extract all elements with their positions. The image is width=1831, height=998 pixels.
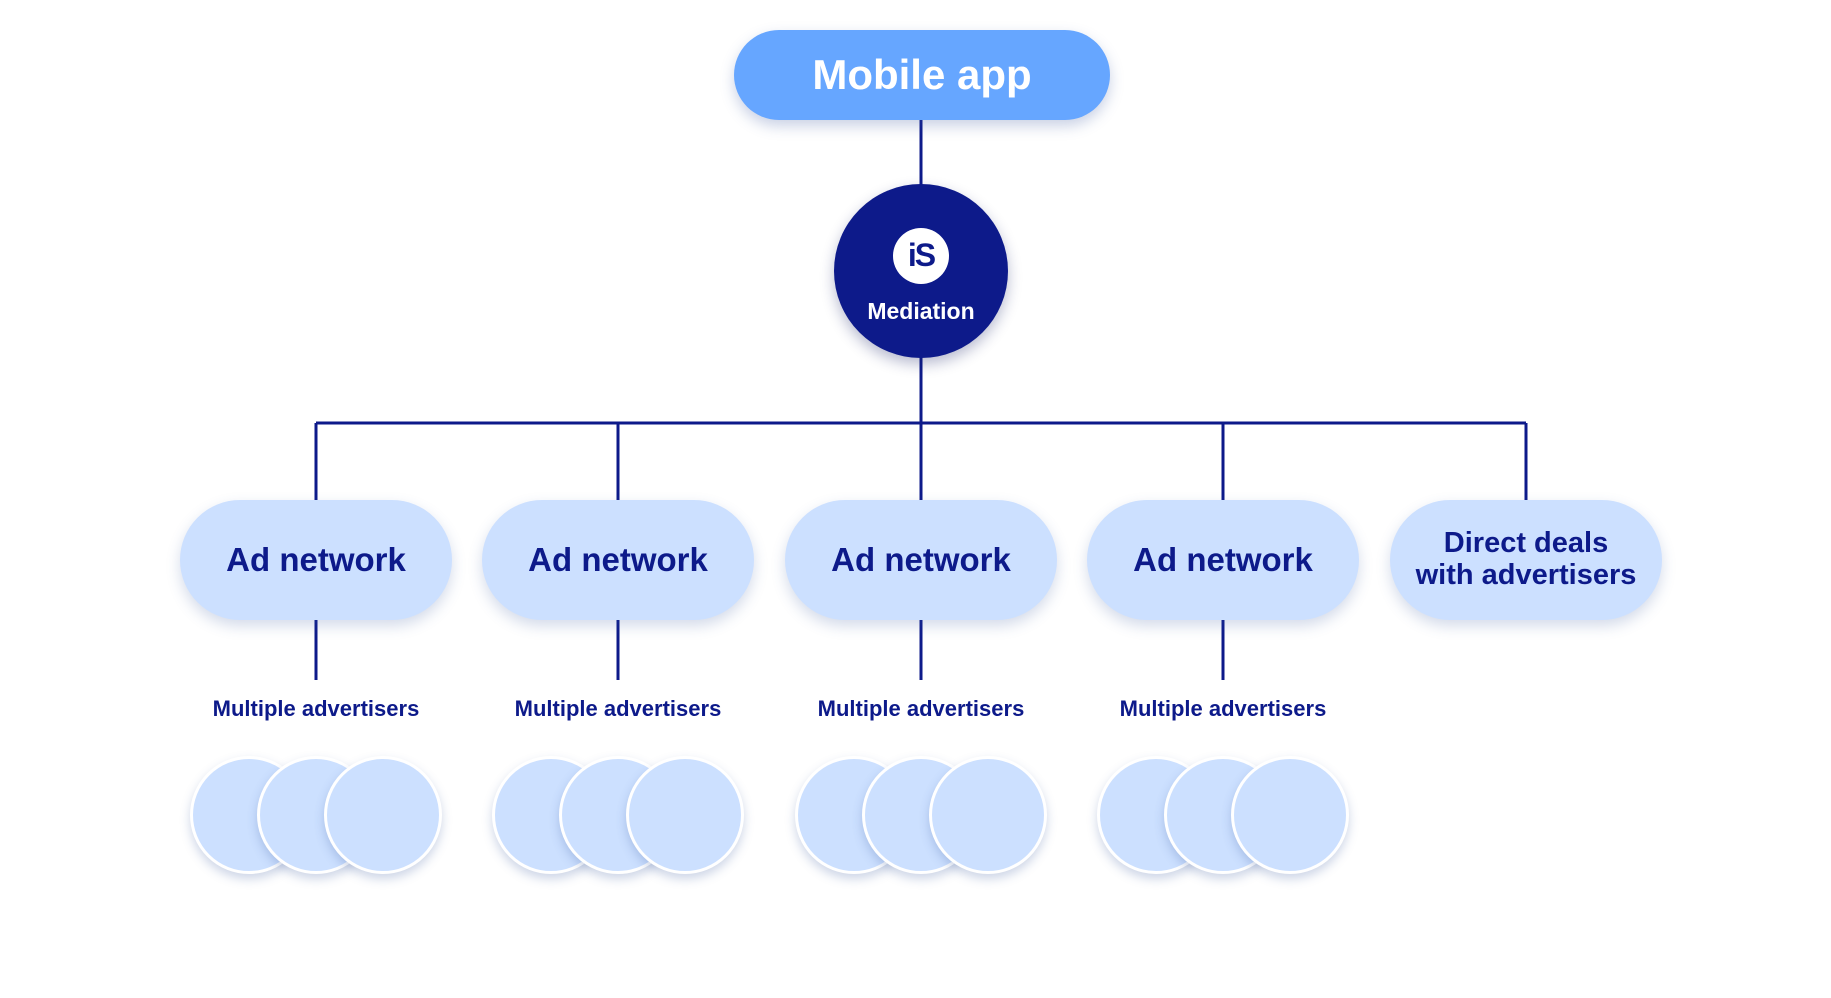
ad-network-node-3: Ad network [785,500,1057,620]
ad-network-label: Ad network [226,540,406,578]
multiple-advertisers-label: Multiple advertisers [212,696,420,721]
mobile-app-label: Mobile app [812,51,1032,98]
ad-network-label: Ad network [1133,540,1313,578]
ad-network-node-1: Ad network [180,500,452,620]
multiple-advertisers-label: Multiple advertisers [514,696,722,721]
ad-network-label: Ad network [528,540,708,578]
ironsource-logo-icon: iS [893,227,949,284]
multiple-advertisers-label: Multiple advertisers [1119,696,1327,721]
mediation-label: Mediation [867,297,975,324]
direct-deals-label: Direct deals with advertisers [1415,527,1637,591]
multiple-advertisers-label: Multiple advertisers [817,696,1025,721]
advertiser-bubble [324,756,442,874]
mediation-node: iS Mediation [834,184,1008,358]
advertiser-bubble [929,756,1047,874]
ad-network-node-4: Ad network [1087,500,1359,620]
advertiser-bubble [1231,756,1349,874]
ad-network-node-2: Ad network [482,500,754,620]
mobile-app-node: Mobile app [734,30,1110,120]
advertiser-bubble [626,756,744,874]
logo-text: iS [907,237,936,273]
ad-network-label: Ad network [831,540,1011,578]
direct-deals-node: Direct deals with advertisers [1390,500,1662,620]
